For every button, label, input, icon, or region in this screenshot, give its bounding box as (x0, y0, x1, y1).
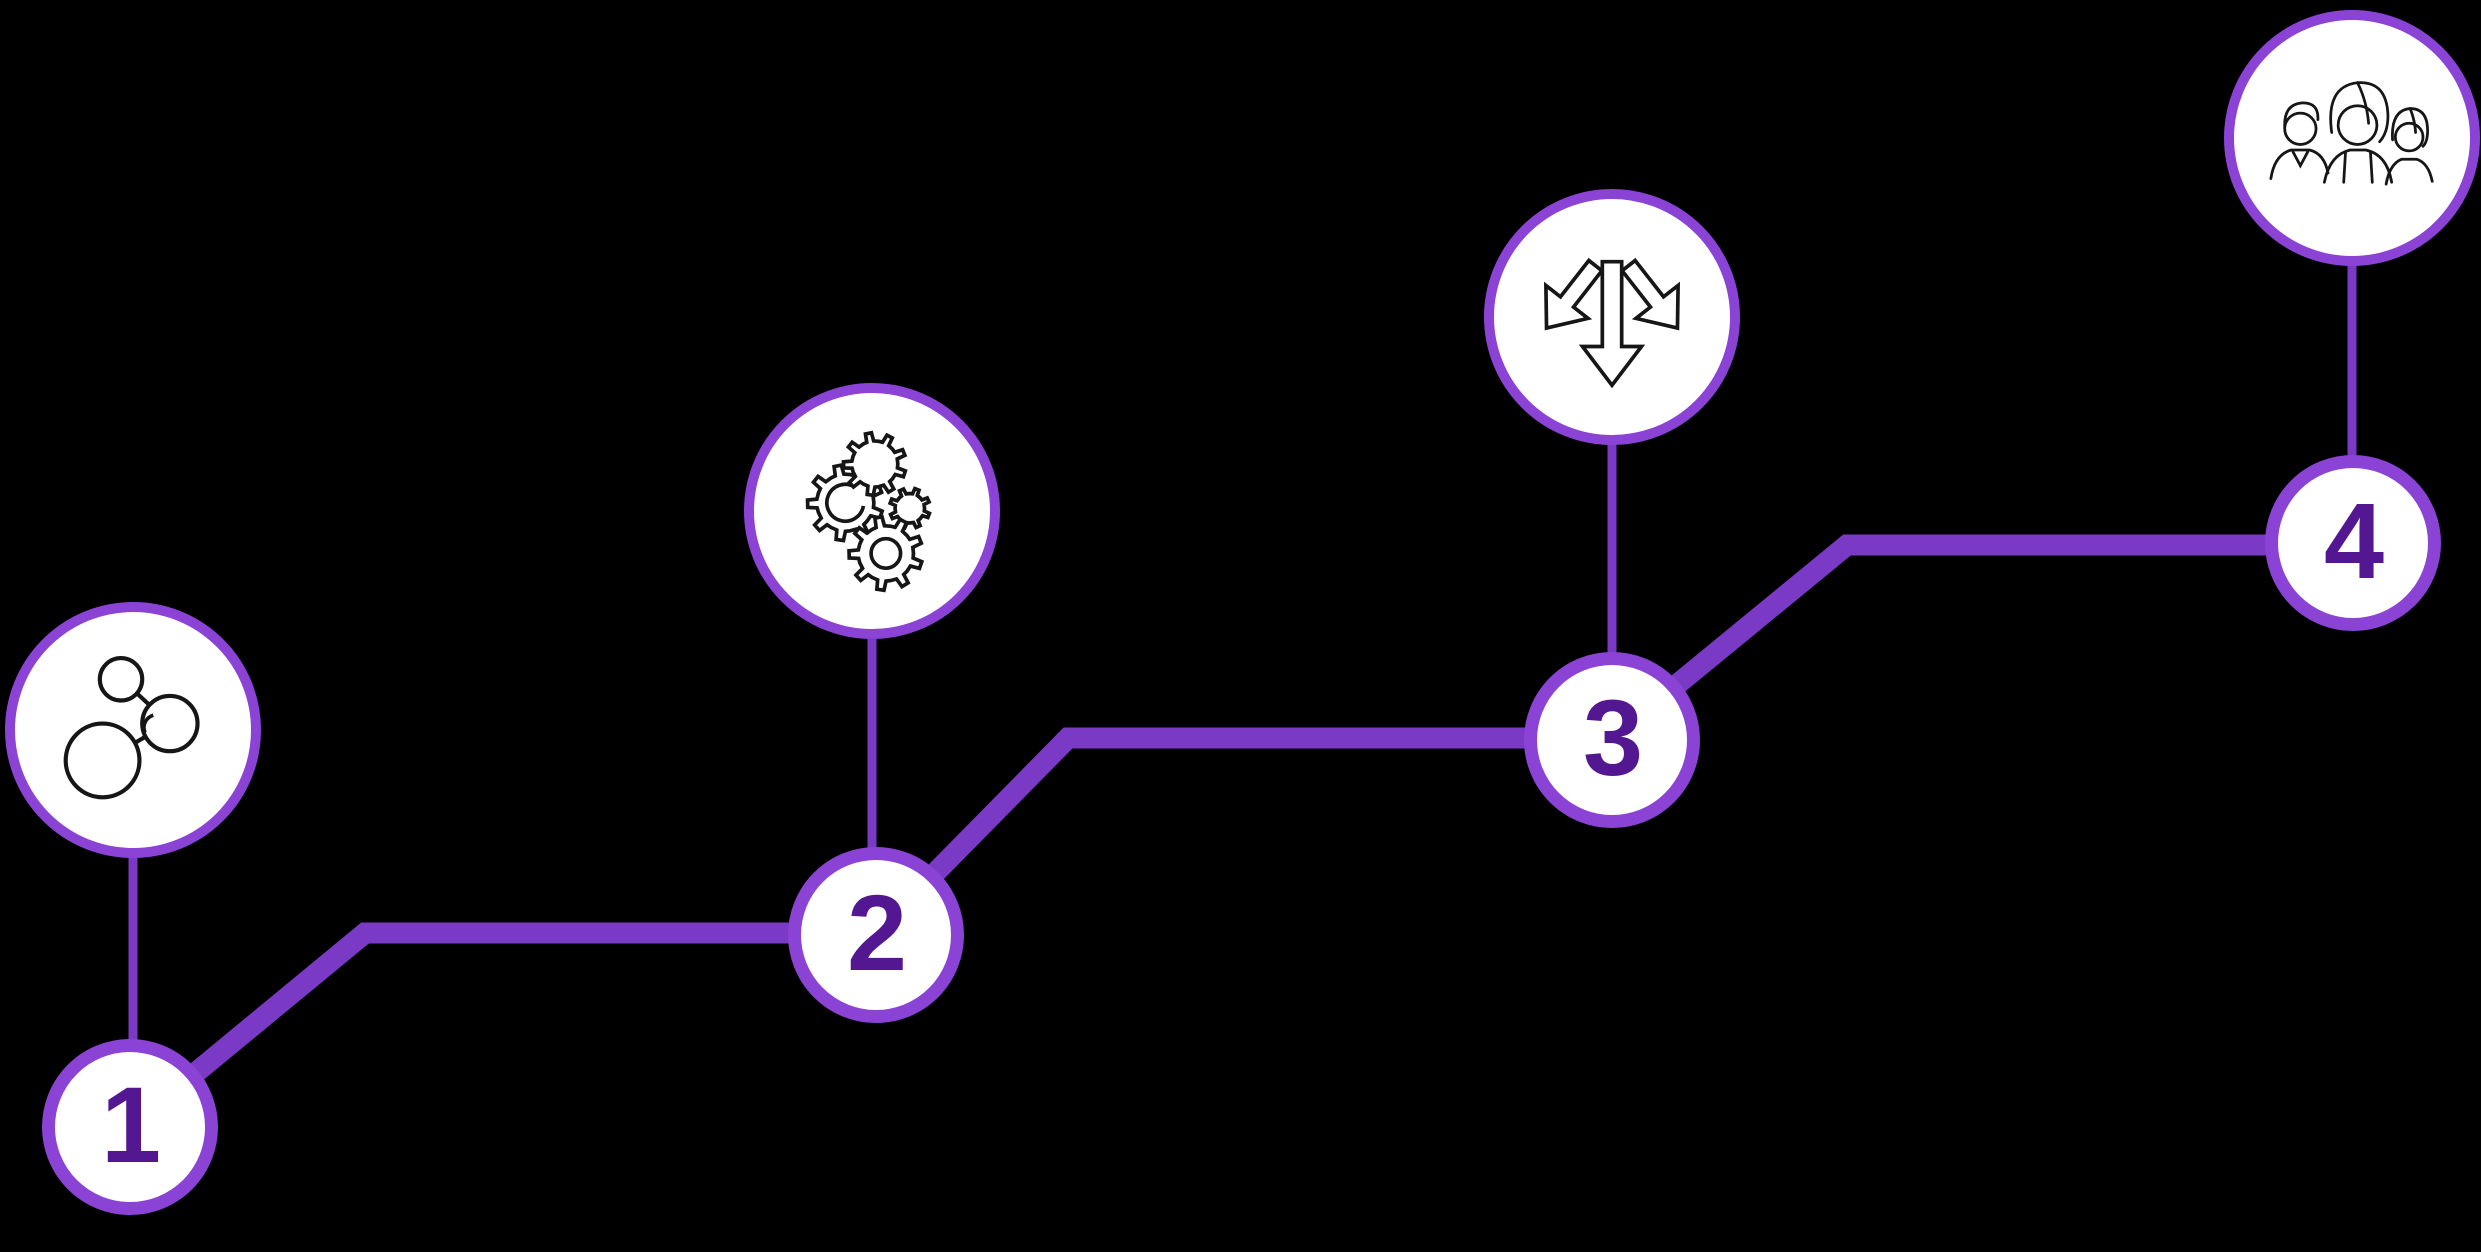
step1-number-circle: 1 (42, 1039, 218, 1215)
step-number-label: 4 (2323, 480, 2384, 601)
step-connector-line (123, 534, 2353, 1136)
diverging-arrows-icon (1543, 257, 1681, 389)
step4-number-circle: 4 (2265, 455, 2441, 631)
step3-number-circle: 3 (1524, 652, 1700, 828)
team-icon (2269, 81, 2434, 186)
step-number-label: 1 (100, 1064, 161, 1185)
step3-icon-circle (1484, 189, 1740, 445)
step2-icon-circle (744, 383, 1000, 639)
step2-number-circle: 2 (788, 847, 964, 1023)
step-number-label: 3 (1582, 677, 1643, 798)
step-number-label: 2 (846, 872, 907, 993)
step4-icon-circle (2224, 10, 2480, 266)
molecule-icon (63, 656, 200, 800)
step1-icon-circle (5, 602, 261, 858)
gears-icon (805, 430, 932, 593)
